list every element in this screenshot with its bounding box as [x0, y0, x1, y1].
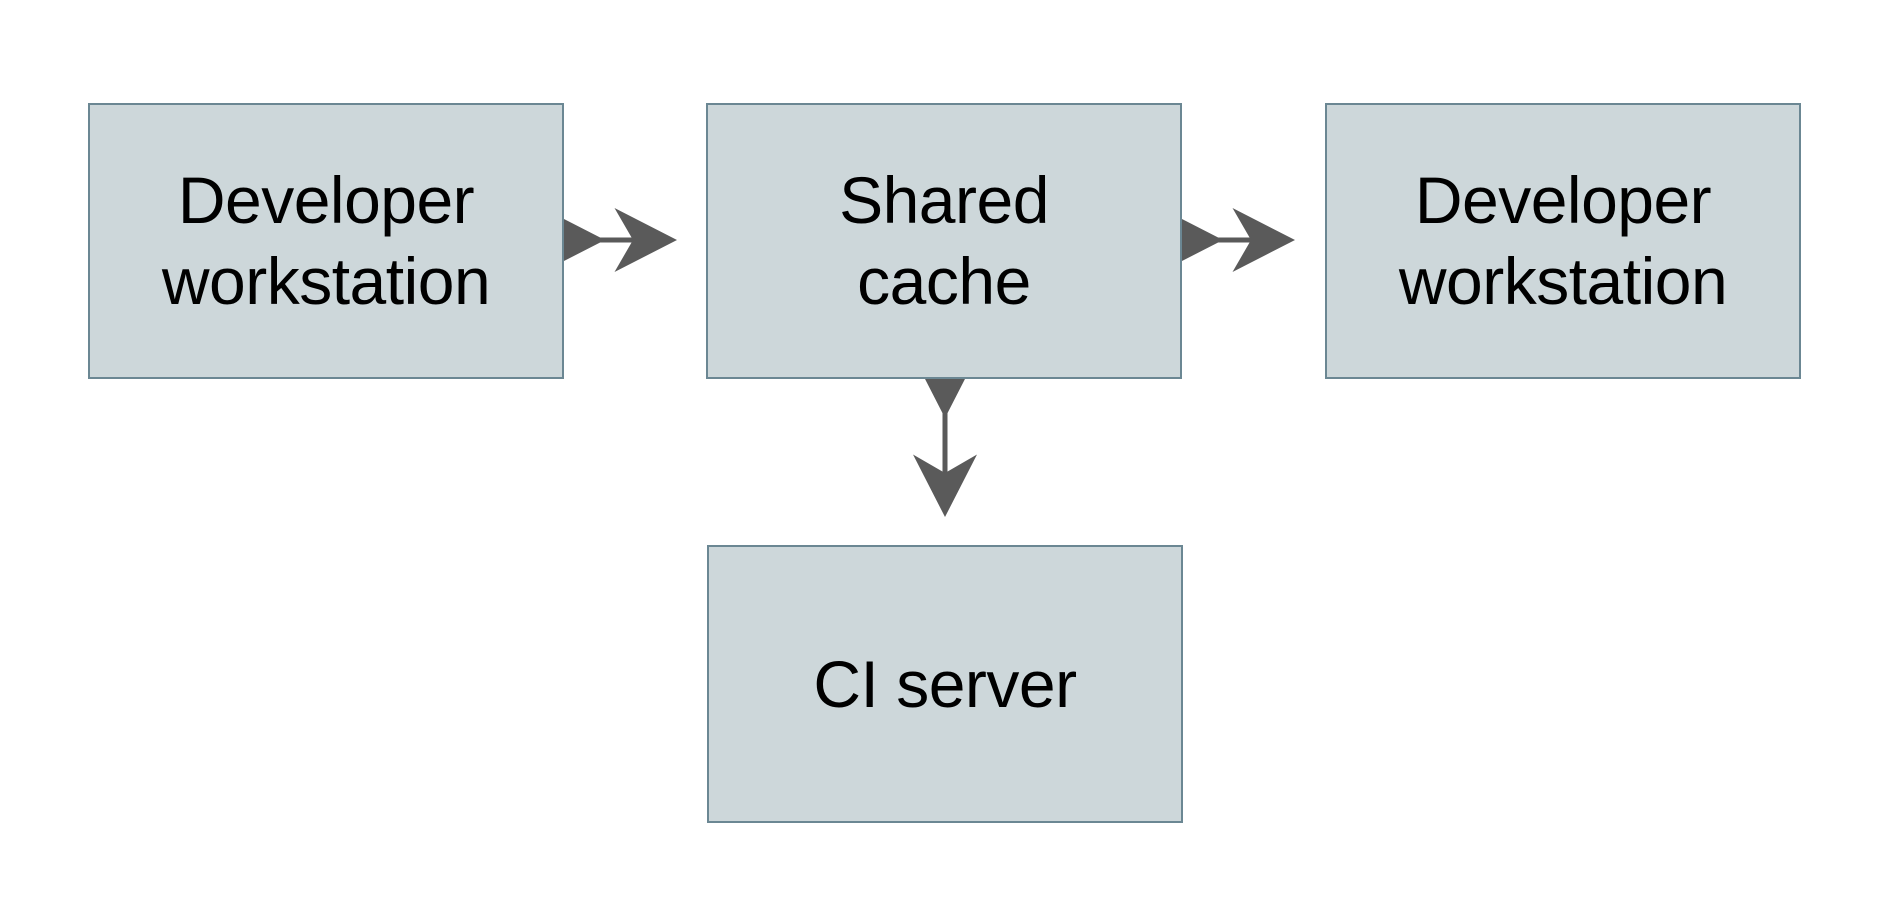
node-label: Shared cache: [839, 163, 1049, 318]
node-developer-workstation-left[interactable]: Developer workstation: [88, 103, 564, 379]
node-label: Developer workstation: [1398, 163, 1728, 318]
node-ci-server[interactable]: CI server: [707, 545, 1183, 823]
node-shared-cache[interactable]: Shared cache: [706, 103, 1182, 379]
node-label: Developer workstation: [161, 163, 491, 318]
node-developer-workstation-right[interactable]: Developer workstation: [1325, 103, 1801, 379]
node-label: CI server: [813, 646, 1077, 721]
